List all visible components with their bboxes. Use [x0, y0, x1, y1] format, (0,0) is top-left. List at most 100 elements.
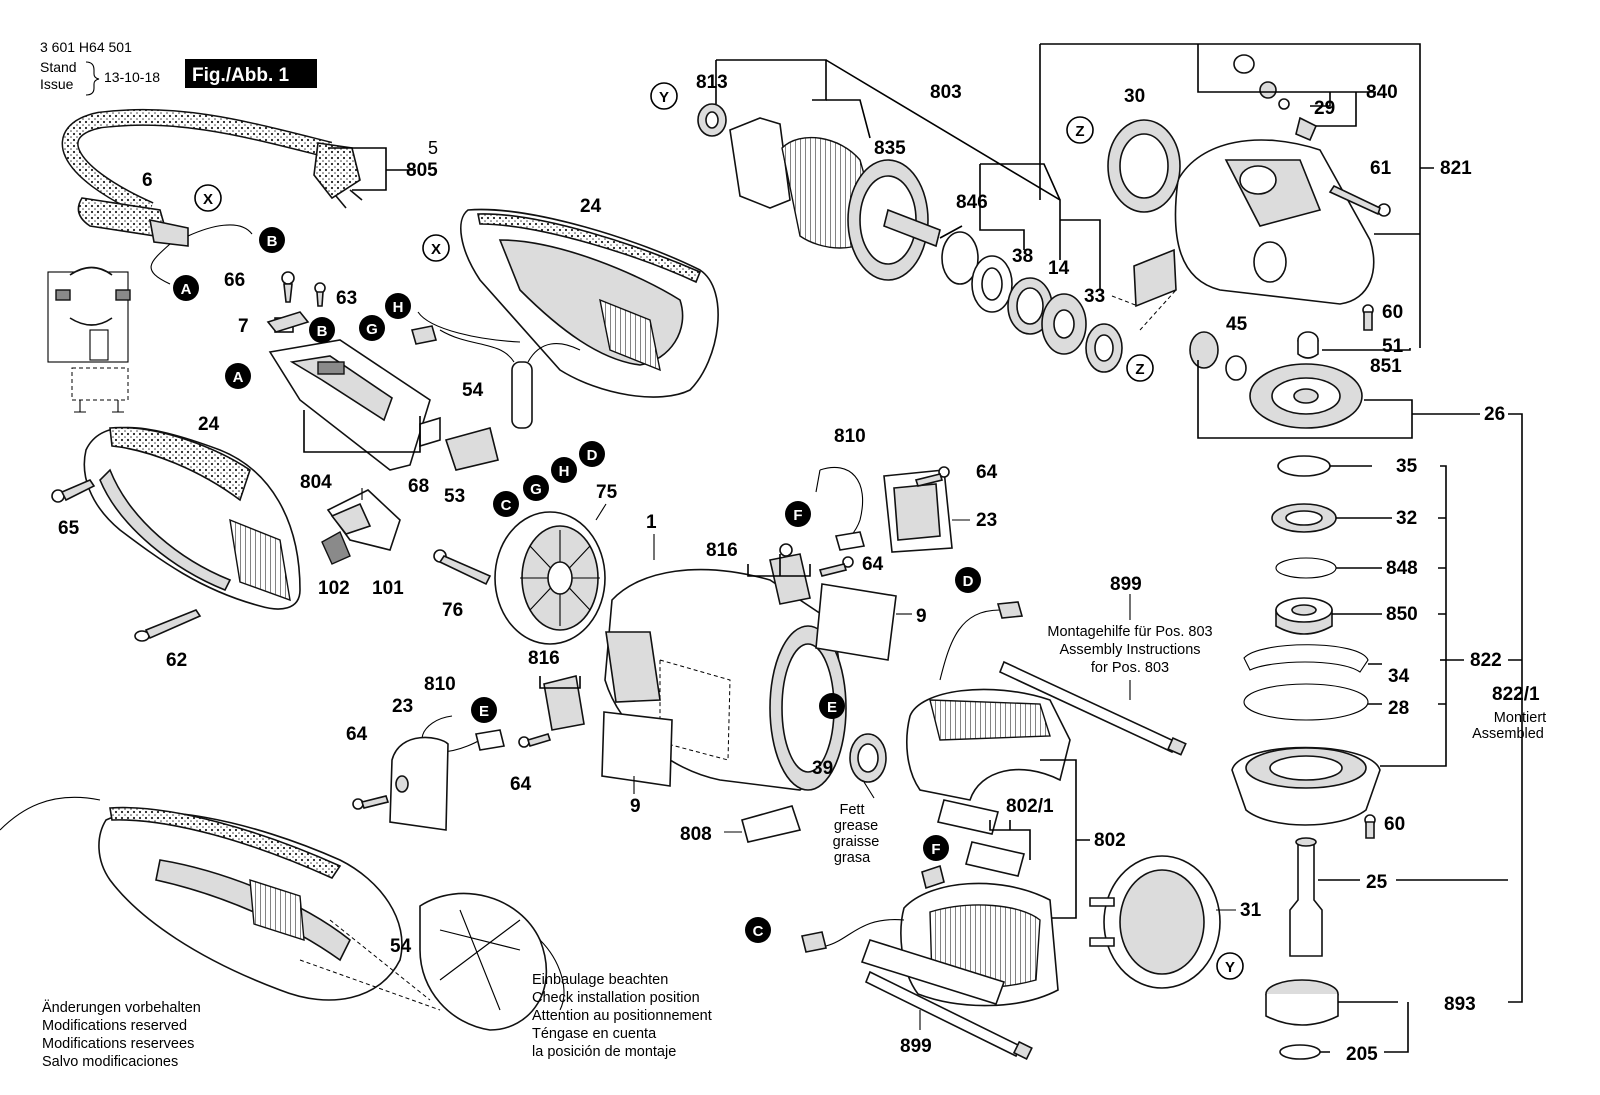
- callout-822-1: 822/1: [1492, 684, 1540, 705]
- note-grease-fr: graisse: [833, 834, 880, 850]
- callout-899-bottom: 899: [900, 1036, 932, 1057]
- schematic: [47, 266, 131, 413]
- cover-23-lower: [389, 736, 449, 831]
- svg-text:C: C: [753, 923, 764, 940]
- leader-821-840: [1039, 43, 1421, 348]
- note-grease-en: grease: [834, 818, 878, 834]
- bearing-14-inner: [1053, 309, 1075, 339]
- screw-64d: [518, 733, 552, 748]
- marker-f-brush: F: [785, 501, 811, 527]
- screw-76: [433, 549, 492, 586]
- callout-810-top: 810: [834, 426, 866, 447]
- svg-text:E: E: [479, 703, 489, 720]
- marker-z-top: Z: [1066, 116, 1094, 144]
- svg-text:H: H: [393, 299, 404, 316]
- doc-number: 3 601 H64 501: [40, 39, 132, 55]
- callout-835: 835: [874, 138, 906, 159]
- screw-61: [1328, 184, 1391, 217]
- marker-e-housing: E: [819, 693, 845, 719]
- flange-housing: [1231, 746, 1381, 826]
- armature: [729, 117, 941, 281]
- leader-802: [1040, 759, 1090, 919]
- svg-text:G: G: [530, 481, 542, 498]
- cable-tie-lower: [864, 970, 1033, 1060]
- leader-29: [1310, 92, 1331, 107]
- field-lower: [801, 864, 1059, 1007]
- callout-816-top: 816: [706, 540, 738, 561]
- callout-29: 29: [1314, 98, 1335, 119]
- label-9-upper: [815, 583, 897, 661]
- callout-60-bottom: 60: [1384, 814, 1405, 835]
- callout-803: 803: [930, 82, 962, 103]
- callout-14: 14: [1048, 258, 1070, 279]
- marker-z-bottom: Z: [1126, 354, 1154, 382]
- callout-899-top: 899: [1110, 574, 1142, 595]
- circlip-846: [941, 231, 979, 285]
- callout-64-a: 64: [976, 462, 998, 483]
- circlip-848: [1275, 557, 1337, 579]
- callout-24-left: 24: [198, 414, 220, 435]
- callout-31: 31: [1240, 900, 1262, 921]
- cable-tie-upper: [998, 660, 1187, 756]
- callout-101: 101: [372, 578, 404, 599]
- callout-54-inset: 54: [390, 936, 412, 957]
- callout-7: 7: [238, 316, 249, 337]
- handle-housing-upper: [460, 208, 719, 398]
- callout-9-bottom: 9: [630, 796, 641, 817]
- callout-60-top: 60: [1382, 302, 1403, 323]
- ring-35: [1277, 455, 1331, 477]
- screw-60a: [1362, 304, 1374, 331]
- leader-846: [939, 163, 1061, 250]
- guard-clip-34: [1243, 644, 1369, 673]
- callout-808: 808: [680, 824, 712, 845]
- leader-33: [1060, 219, 1101, 290]
- note-montiert: Montiert: [1494, 710, 1546, 726]
- svg-text:X: X: [203, 191, 213, 208]
- marker-b-cord: B: [259, 227, 285, 253]
- callout-32: 32: [1396, 508, 1417, 529]
- label-808: [741, 805, 802, 843]
- marker-e-brush: E: [471, 697, 497, 723]
- brush-holder-lower: [421, 675, 585, 753]
- bevel-gear-26: [1249, 363, 1363, 429]
- marker-a-cord: A: [173, 275, 199, 301]
- ring-33-inner: [1094, 334, 1114, 362]
- svg-text:Z: Z: [1075, 123, 1084, 140]
- svg-text:X: X: [431, 241, 441, 258]
- leader-893-8221: [1318, 413, 1523, 1053]
- felt-guide: [1111, 289, 1177, 331]
- marker-h-capacitor: H: [385, 293, 411, 319]
- callout-62: 62: [166, 650, 187, 671]
- screw-60b: [1364, 814, 1376, 839]
- screw-64b: [818, 556, 854, 577]
- callout-65: 65: [58, 518, 80, 539]
- flange-nut-893: [1265, 979, 1339, 1026]
- svg-text:H: H: [559, 463, 570, 480]
- callout-850: 850: [1386, 604, 1418, 625]
- leader-816b: [539, 676, 581, 689]
- svg-text:D: D: [587, 447, 598, 464]
- leader-75: [595, 503, 607, 521]
- callout-840: 840: [1366, 82, 1398, 103]
- stand-label: Stand: [40, 59, 77, 75]
- callout-205: 205: [1346, 1044, 1378, 1065]
- callout-813: 813: [696, 72, 728, 93]
- callout-822: 822: [1470, 650, 1502, 671]
- callout-34: 34: [1388, 666, 1410, 687]
- callout-5: 5: [428, 138, 438, 158]
- note-install-fr: Attention au positionnement: [532, 1008, 712, 1024]
- svg-text:B: B: [317, 323, 328, 340]
- note-install-es1: Téngase en cuenta: [532, 1026, 657, 1042]
- seal-32-inner: [1285, 510, 1323, 526]
- callout-1: 1: [646, 512, 657, 533]
- note-assembly-aid-de: Montagehilfe für Pos. 803: [1047, 624, 1212, 640]
- callout-61: 61: [1370, 158, 1392, 179]
- lock-button-840: [1233, 54, 1318, 142]
- leader-835: [826, 99, 871, 139]
- capacitor: [410, 311, 581, 429]
- screw-64a: [914, 466, 950, 487]
- leader-805: [328, 147, 416, 191]
- small-screws: [266, 271, 326, 333]
- callout-24-top: 24: [580, 196, 602, 217]
- insulator-b: [965, 841, 1025, 877]
